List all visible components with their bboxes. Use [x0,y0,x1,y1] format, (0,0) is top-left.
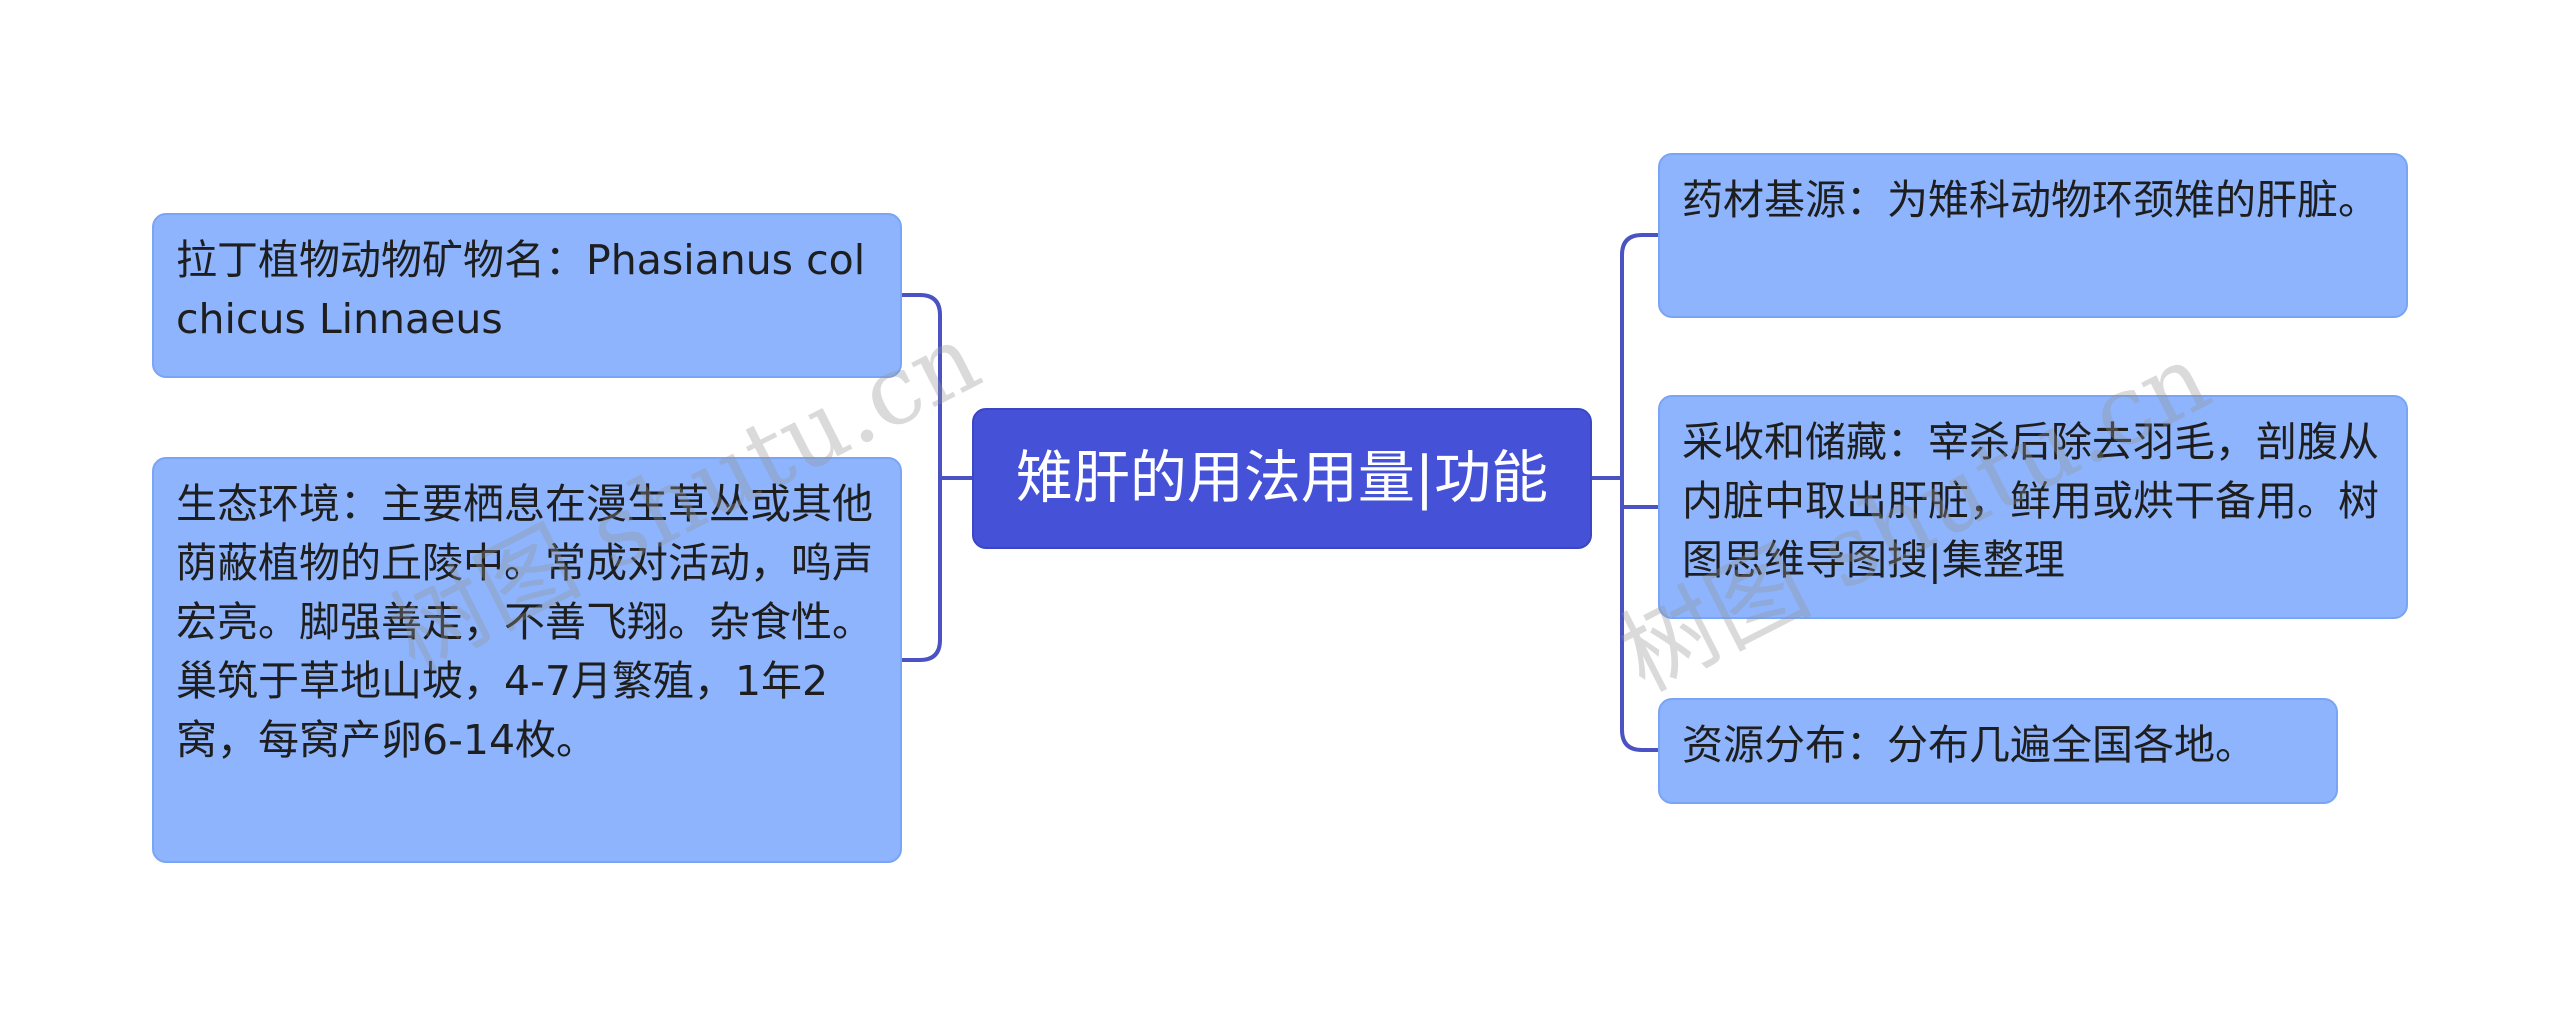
branch-latin-name[interactable]: 拉丁植物动物矿物名：Phasianus colchicus Linnaeus [152,213,902,378]
connector-right-trunk [1620,233,1660,752]
branch-source[interactable]: 药材基源：为雉科动物环颈雉的肝脏。 [1658,153,2408,318]
branch-distribution[interactable]: 资源分布：分布几遍全国各地。 [1658,698,2338,804]
connector-left-trunk [900,293,942,662]
branch-habitat[interactable]: 生态环境：主要栖息在漫生草丛或其他荫蔽植物的丘陵中。常成对活动，鸣声宏亮。脚强善… [152,457,902,863]
branch-latin-name-text: 拉丁植物动物矿物名：Phasianus colchicus Linnaeus [176,236,866,343]
branch-harvest-storage-text: 采收和储藏：宰杀后除去羽毛，剖腹从内脏中取出肝脏，鲜用或烘干备用。树图思维导图搜… [1682,418,2379,584]
branch-harvest-storage[interactable]: 采收和储藏：宰杀后除去羽毛，剖腹从内脏中取出肝脏，鲜用或烘干备用。树图思维导图搜… [1658,395,2408,619]
root-topic-label: 雉肝的用法用量|功能 [1015,445,1549,511]
root-topic[interactable]: 雉肝的用法用量|功能 [972,408,1592,549]
branch-source-text: 药材基源：为雉科动物环颈雉的肝脏。 [1682,176,2379,224]
branch-distribution-text: 资源分布：分布几遍全国各地。 [1682,721,2256,769]
branch-habitat-text: 生态环境：主要栖息在漫生草丛或其他荫蔽植物的丘陵中。常成对活动，鸣声宏亮。脚强善… [176,480,873,764]
